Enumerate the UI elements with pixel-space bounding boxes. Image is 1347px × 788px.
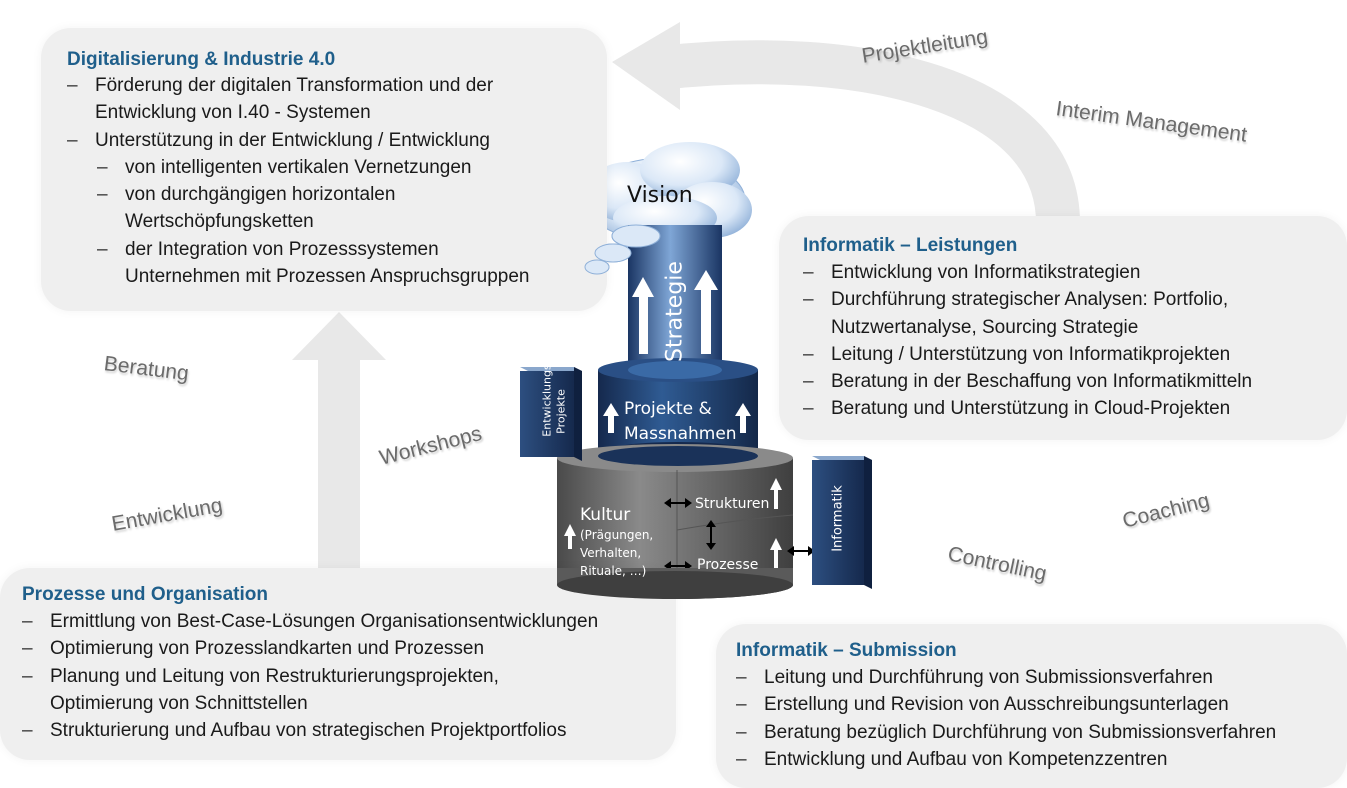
left-vertical-arrow (292, 312, 386, 570)
entwicklungs-projekte-book (520, 367, 582, 461)
list-item: Strukturierung und Aufbau von strategisc… (22, 717, 598, 745)
panel-title-submission: Informatik – Submission (736, 640, 957, 661)
list-submission: Leitung und Durchführung von Submissions… (736, 664, 1276, 773)
list-item: Förderung der digitalen Transformation u… (67, 72, 530, 100)
strukturen-label: Strukturen (695, 496, 770, 512)
list-item: Optimierung von Prozesslandkarten und Pr… (22, 635, 598, 663)
list-item: Nutzwertanalyse, Sourcing Strategie (831, 316, 1139, 338)
panel-title-prozesse: Prozesse und Organisation (22, 584, 268, 605)
kultur-sub-3: Rituale, …) (580, 564, 647, 578)
list-item: von intelligenten vertikalen Vernetzunge… (97, 154, 530, 182)
list-item: Entwicklung von Informatikstrategien (803, 259, 1252, 287)
list-digitalisierung: Förderung der digitalen Transformation u… (67, 72, 530, 290)
list-item: Entwicklung von I.40 - Systemen (95, 102, 371, 124)
panel-title-digitalisierung: Digitalisierung & Industrie 4.0 (67, 49, 336, 70)
list-item: Unterstützung in der Entwicklung / Entwi… (67, 127, 530, 155)
massnahmen-label: Massnahmen (624, 424, 737, 444)
list-prozesse: Ermittlung von Best-Case-Lösungen Organi… (22, 608, 598, 745)
list-item: Durchführung strategischer Analysen: Por… (803, 286, 1252, 314)
list-item: der Integration von Prozesssystemen (97, 236, 530, 264)
list-item: Entwicklung und Aufbau von Kompetenzzent… (736, 746, 1276, 774)
list-leistungen: Entwicklung von InformatikstrategienDurc… (803, 259, 1252, 423)
list-item: Beratung und Unterstützung in Cloud-Proj… (803, 395, 1252, 423)
list-item: von durchgängigen horizontalen (97, 181, 530, 209)
entwicklungs-label-line1: Entwicklungs- (540, 360, 554, 437)
list-item: Leitung und Durchführung von Submissions… (736, 664, 1276, 692)
prozesse-label: Prozesse (697, 557, 759, 573)
list-item: Beratung bezüglich Durchführung von Subm… (736, 719, 1276, 747)
list-item: Ermittlung von Best-Case-Lösungen Organi… (22, 608, 598, 636)
list-item: Erstellung und Revision von Ausschreibun… (736, 691, 1276, 719)
strategie-label-text: Strategie (662, 261, 688, 362)
kultur-label: Kultur (580, 505, 631, 525)
entwicklungs-label-line2: Projekte (554, 389, 568, 434)
list-item: Beratung in der Beschaffung von Informat… (803, 368, 1252, 396)
kultur-sub-1: (Prägungen, (580, 528, 654, 542)
vision-label: Vision (627, 183, 693, 208)
informatik-book (812, 456, 872, 589)
informatik-label-text: Informatik (830, 485, 846, 552)
panel-title-leistungen: Informatik – Leistungen (803, 235, 1018, 256)
projekte-label: Projekte & (624, 399, 712, 419)
list-item: Unternehmen mit Prozessen Anspruchsgrupp… (125, 266, 530, 288)
list-item: Optimierung von Schnittstellen (50, 692, 308, 714)
list-item: Wertschöpfungsketten (125, 211, 314, 233)
list-item: Planung und Leitung von Restrukturierung… (22, 663, 598, 691)
kultur-sub-2: Verhalten, (580, 546, 642, 560)
list-item: Leitung / Unterstützung von Informatikpr… (803, 341, 1252, 369)
top-curved-arrow (612, 22, 1081, 226)
